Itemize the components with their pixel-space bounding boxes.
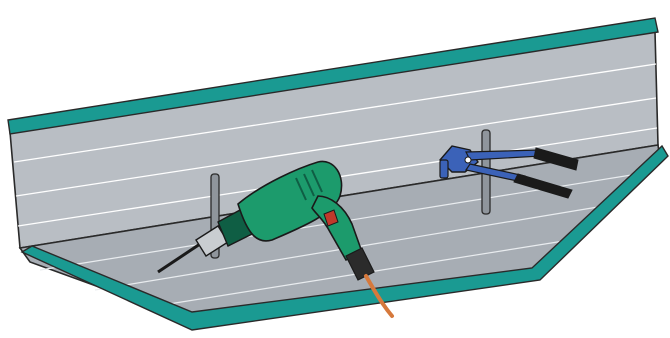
rivet-gun-pivot bbox=[465, 157, 471, 163]
rivet-gun-nozzle bbox=[440, 160, 448, 178]
